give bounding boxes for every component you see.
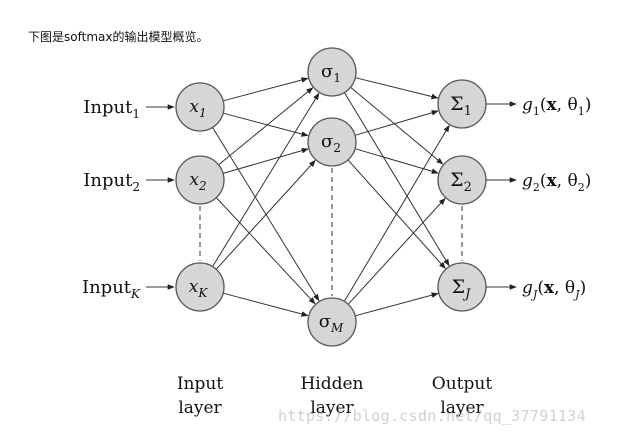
edge-input2-hidden2	[222, 147, 309, 174]
input-node-1	[175, 82, 225, 132]
output-function-label-2: g2(x, θ2)	[522, 171, 591, 194]
edge-input1-hidden2	[223, 112, 309, 137]
edge-input2-hidden3	[215, 197, 316, 305]
hidden-layer-label-line2: layer	[310, 398, 354, 418]
edge-hidden3-output1	[343, 124, 450, 302]
input-node-label-3: xK	[189, 277, 209, 300]
edge-hidden1-output1	[355, 77, 439, 100]
watermark-text: https://blog.csdn.net/qq_37791134	[278, 407, 586, 425]
output-node-label-2: Σ2	[450, 169, 472, 195]
edge-input3-hidden1	[212, 92, 320, 267]
input-node-label-1: x1	[189, 97, 206, 120]
output-function-label-3: gJ(x, θJ)	[522, 278, 586, 301]
edge-hidden1-output2	[350, 86, 444, 165]
output-layer-label-line1: Output	[432, 374, 493, 394]
edge-hidden3-output2	[347, 197, 446, 305]
output-node-label-3: ΣJ	[452, 276, 471, 302]
edge-input3-hidden2	[215, 159, 316, 270]
hidden-layer-label-line1: Hidden	[300, 374, 363, 394]
hidden-node-3	[307, 297, 357, 347]
edge-hidden3-output3	[355, 292, 439, 317]
edge-input3-hidden3	[223, 292, 309, 317]
edge-hidden2-output1	[354, 110, 439, 136]
edge-input2-hidden1	[218, 87, 314, 166]
input-node-2	[175, 155, 225, 205]
input-label-3: InputK	[82, 277, 141, 301]
hidden-node-label-1: σ1	[321, 61, 341, 85]
hidden-node-label-3: σM	[319, 311, 344, 335]
edge-input1-hidden1	[223, 77, 309, 102]
connections	[212, 77, 450, 317]
input-layer-label-line2: layer	[178, 398, 222, 418]
output-layer-label-line2: layer	[440, 398, 484, 418]
ellipsis-dashes	[199, 168, 463, 296]
hidden-node-1	[307, 47, 357, 97]
edge-hidden2-output2	[354, 148, 439, 174]
edge-hidden1-output3	[343, 92, 450, 267]
caption-text: 下图是softmax的输出模型概览。	[28, 30, 209, 44]
output-node-label-1: Σ1	[450, 93, 472, 119]
input-label-1: Input1	[83, 97, 140, 121]
input-node-label-2: x2	[189, 170, 206, 193]
input-node-3	[175, 262, 225, 312]
hidden-node-label-2: σ2	[321, 131, 341, 155]
output-function-label-1: g1(x, θ1)	[522, 95, 591, 118]
hidden-node-2	[307, 117, 357, 167]
input-label-2: Input2	[83, 170, 140, 194]
edge-input1-hidden3	[212, 127, 320, 302]
input-layer-label-line1: Input	[177, 374, 223, 394]
